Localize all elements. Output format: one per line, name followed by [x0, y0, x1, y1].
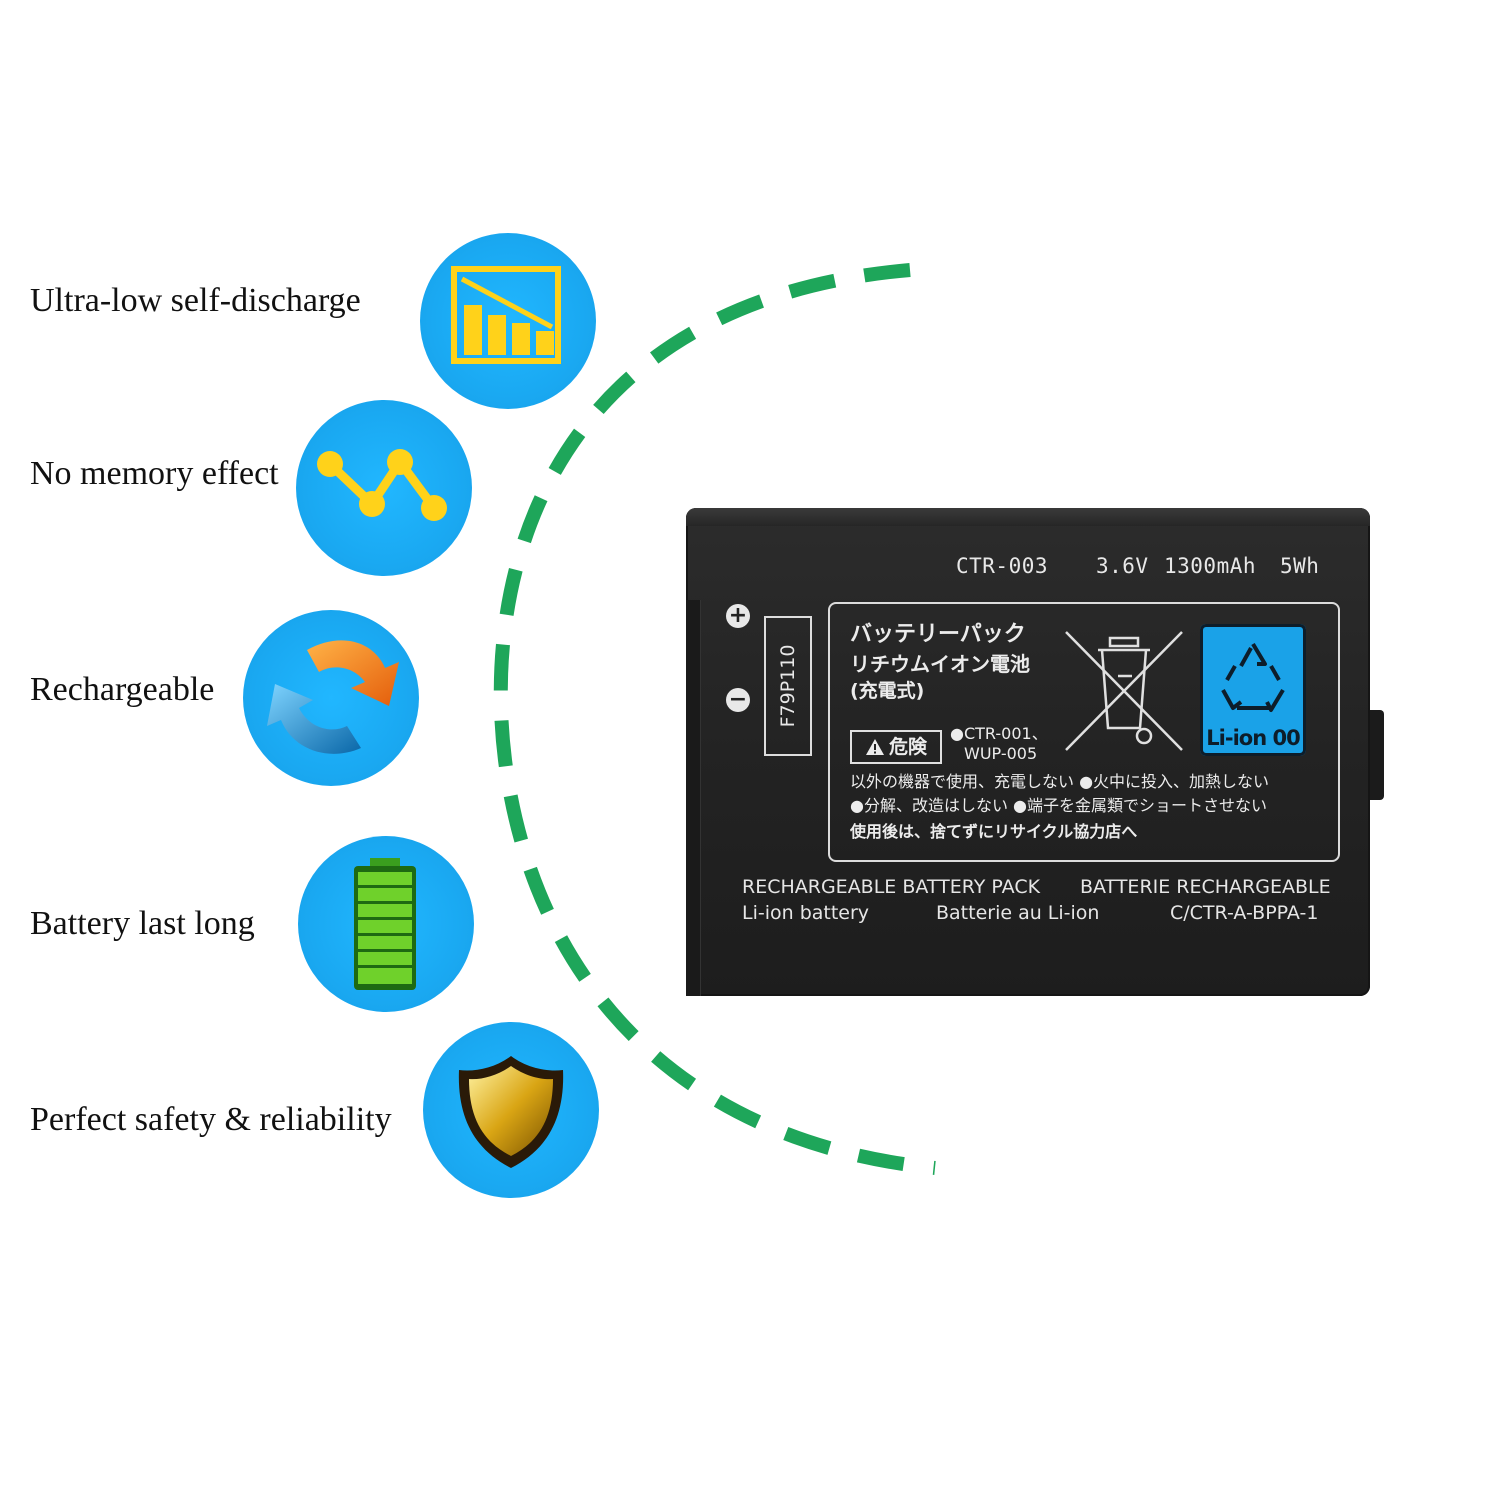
li-ion-recycle-badge: Li-ion 00: [1200, 624, 1306, 756]
battery-side-tab: [1370, 710, 1384, 800]
battery-capacity: 1300mAh: [1164, 554, 1257, 578]
full-battery-icon: [298, 836, 474, 1012]
en-label-line2: Li-ion battery: [742, 902, 870, 924]
jp-models-line1: ●CTR-001、: [950, 724, 1048, 743]
fr-label-line2: Batterie au Li-ion: [936, 902, 1100, 924]
jp-warning-line2: ●分解、改造はしない ●端子を金属類でショートさせない: [850, 796, 1268, 815]
jp-title-line2: リチウムイオン電池: [850, 652, 1030, 676]
danger-badge: 危険: [850, 730, 942, 764]
battery-model: CTR-003: [956, 554, 1049, 578]
declining-bar-chart-icon: [420, 233, 596, 409]
gold-shield-icon: [423, 1022, 599, 1198]
jp-models-line2: WUP-005: [964, 744, 1038, 763]
en-label-line1: RECHARGEABLE BATTERY PACK: [742, 876, 1041, 898]
jp-title-line1: バッテリーパック: [850, 622, 1026, 647]
part-number: C/CTR-A-BPPA-1: [1170, 902, 1319, 924]
minus-terminal-icon: −: [726, 688, 750, 712]
danger-text: 危険: [888, 735, 927, 758]
fr-label-line1: BATTERIE RECHARGEABLE: [1080, 876, 1331, 898]
battery-code-box: F79P110: [764, 616, 812, 756]
battery-voltage: 3.6V: [1096, 554, 1149, 578]
jp-warning-line1: 以外の機器で使用、充電しない ●火中に投入、加熱しない: [850, 772, 1270, 791]
plus-terminal-icon: +: [726, 604, 750, 628]
battery-code: F79P110: [777, 644, 799, 728]
battery-energy: 5Wh: [1280, 554, 1320, 578]
zigzag-nodes-icon: [296, 400, 472, 576]
feature-label-battery-long: Battery last long: [30, 905, 255, 942]
crossed-out-bin-icon: [1065, 631, 1183, 751]
recycle-symbol-icon: [1221, 642, 1285, 712]
recycle-arrows-icon: [243, 610, 419, 786]
li-ion-label: Li-ion 00: [1206, 726, 1300, 750]
battery-top-edge: [686, 508, 1370, 526]
feature-label-self-discharge: Ultra-low self-discharge: [30, 282, 361, 319]
warning-triangle-icon: [865, 739, 884, 755]
jp-title-line3: (充電式): [850, 680, 925, 702]
battery-left-edge: [686, 600, 701, 996]
battery-pack: CTR-003 3.6V 1300mAh 5Wh + − F79P110 バッテ…: [686, 508, 1384, 996]
feature-label-safety: Perfect safety & reliability: [30, 1101, 392, 1138]
feature-label-rechargeable: Rechargeable: [30, 671, 215, 708]
jp-warning-line3: 使用後は、捨てずにリサイクル協力店へ: [850, 822, 1138, 841]
warning-label-panel: バッテリーパック リチウムイオン電池 (充電式) 危険 ●CTR-001、 WU…: [828, 602, 1340, 862]
feature-label-no-memory: No memory effect: [30, 455, 279, 492]
